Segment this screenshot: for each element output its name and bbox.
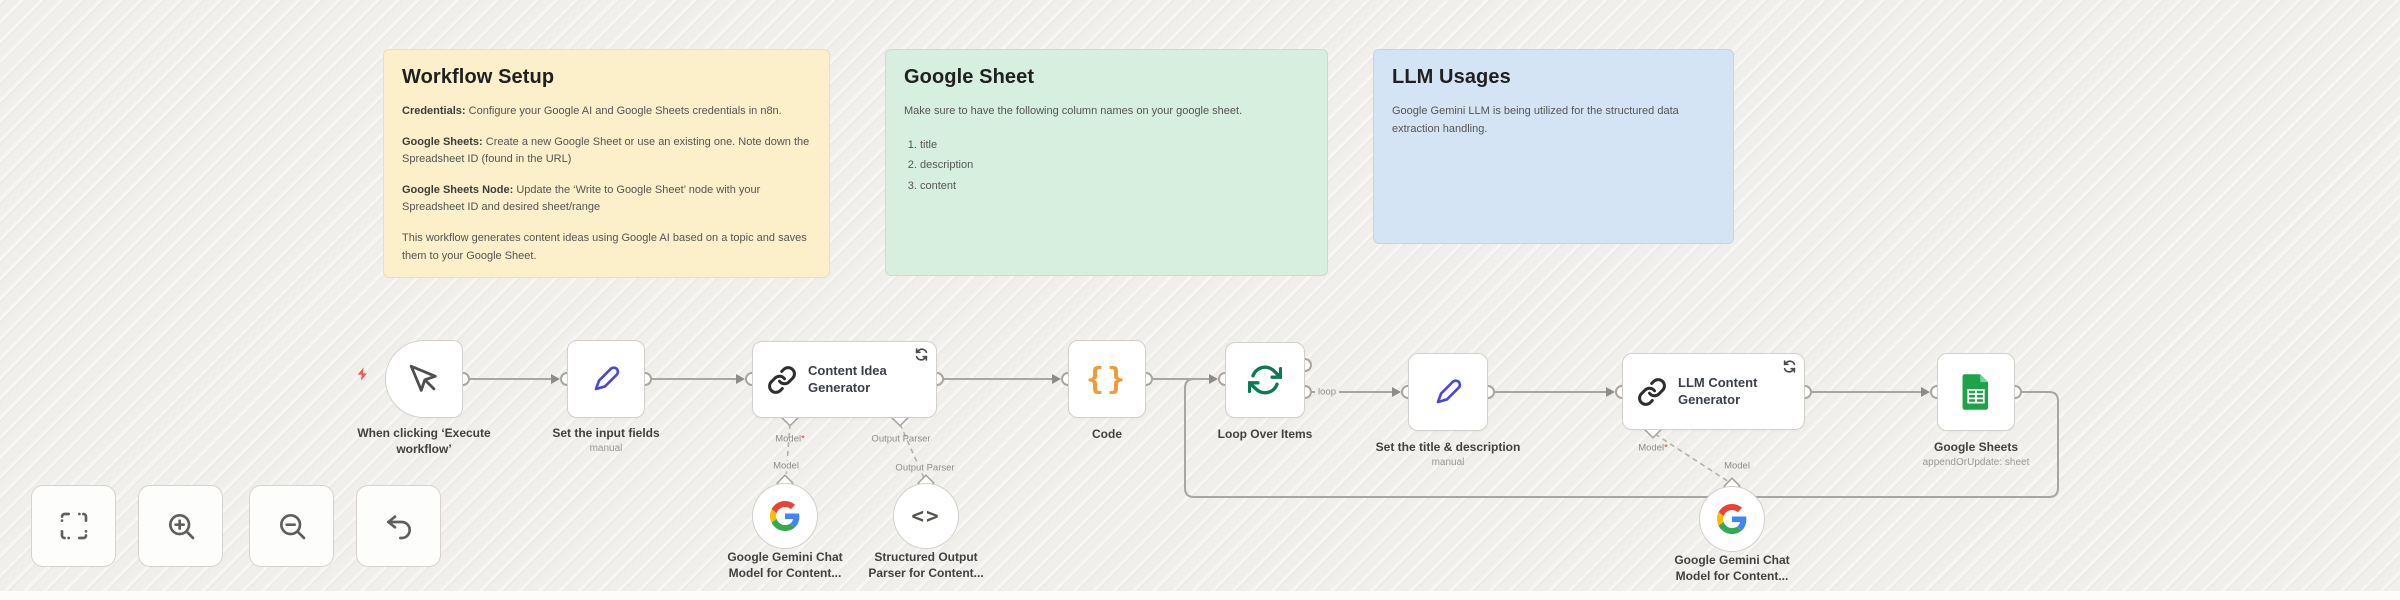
node-llm-content-generator[interactable]: LLM Content Generator xyxy=(1622,353,1805,430)
undo-icon xyxy=(386,515,411,540)
mouse-pointer-icon xyxy=(409,364,437,392)
wire-label-model-required: Model* xyxy=(1638,442,1668,454)
node-label-manual-trigger: When clicking ‘Execute workflow’ xyxy=(357,426,491,456)
node-label-loop-over-items: Loop Over Items xyxy=(1217,427,1313,441)
sticky-title: Google Sheet xyxy=(904,66,1035,88)
wire-label-model-mid: Model xyxy=(770,460,802,472)
google-sheets-icon xyxy=(1962,374,1989,410)
sticky-paragraph: Make sure to have the following column n… xyxy=(904,105,1243,117)
input-arrow-set xyxy=(551,374,560,384)
required-marker: * xyxy=(801,433,805,445)
node-code[interactable]: {} xyxy=(1068,340,1146,418)
sticky-paragraph: Credentials: Configure your Google AI an… xyxy=(402,105,782,117)
sticky-column-item: content xyxy=(920,176,1309,197)
node-set-input-fields[interactable] xyxy=(567,340,645,418)
subnode-label-gemini-2: Google Gemini Chat Model for Content... xyxy=(1674,553,1790,583)
connection-llm-model[interactable] xyxy=(1654,433,1730,483)
refresh-badge-icon xyxy=(915,348,928,361)
sticky-paragraph: Google Sheets Node: Update the ‘Write to… xyxy=(402,183,761,214)
sticky-title: LLM Usages xyxy=(1392,66,1511,88)
subnode-gemini-chat-model-1[interactable] xyxy=(752,483,818,549)
code-braces-icon: {} xyxy=(1085,361,1129,397)
sticky-note-workflow-setup[interactable]: Workflow Setup Credentials: Configure yo… xyxy=(383,49,830,278)
angle-brackets-icon: <> xyxy=(911,504,941,528)
sticky-column-list: title description content xyxy=(920,135,1309,198)
google-g-icon xyxy=(770,501,800,531)
node-label-set-input-fields: Set the input fields xyxy=(552,426,660,440)
trigger-bolt-icon xyxy=(357,367,367,381)
sticky-title: Workflow Setup xyxy=(402,66,555,88)
input-arrow-sheets xyxy=(1921,387,1930,397)
input-arrow-llm xyxy=(1606,387,1615,397)
undo-button[interactable] xyxy=(356,485,441,567)
node-content-idea-generator[interactable]: Content Idea Generator xyxy=(752,341,937,418)
wire-label-output-parser-mid: Output Parser xyxy=(892,462,958,474)
node-set-title-description[interactable] xyxy=(1408,353,1488,431)
sticky-paragraph: Google Gemini LLM is being utilized for … xyxy=(1392,105,1679,135)
zoom-out-button[interactable] xyxy=(249,485,334,567)
node-label-google-sheets: Google Sheets xyxy=(1933,440,2019,454)
node-subtitle-google-sheets: appendOrUpdate: sheet xyxy=(1922,457,2030,468)
zoom-in-button[interactable] xyxy=(138,485,223,567)
wire-label-model-mid: Model xyxy=(1721,460,1753,472)
subnode-label-output-parser: Structured Output Parser for Content... xyxy=(868,550,984,580)
canvas-bottom-edge xyxy=(0,591,2400,600)
subnode-label-gemini-1: Google Gemini Chat Model for Content... xyxy=(727,550,843,580)
sticky-note-google-sheet[interactable]: Google Sheet Make sure to have the follo… xyxy=(885,49,1328,276)
node-title-content-idea-generator: Content Idea Generator xyxy=(808,363,887,395)
subnode-structured-output-parser[interactable]: <> xyxy=(893,483,959,549)
node-subtitle-set-title-description: manual xyxy=(1431,457,1465,468)
refresh-badge-icon xyxy=(1783,360,1796,373)
input-arrow-code xyxy=(1052,374,1061,384)
input-arrow-settitle xyxy=(1392,387,1401,397)
chain-link-icon xyxy=(768,365,796,394)
node-title-llm-content-generator: LLM Content Generator xyxy=(1678,375,1758,407)
zoom-to-fit-icon xyxy=(60,512,87,540)
required-marker: * xyxy=(1664,442,1668,454)
node-label-set-title-description: Set the title & description xyxy=(1375,440,1521,454)
zoom-to-fit-button[interactable] xyxy=(31,485,116,567)
chain-link-icon xyxy=(1638,377,1666,406)
sticky-note-llm-usages[interactable]: LLM Usages Google Gemini LLM is being ut… xyxy=(1373,49,1734,244)
node-google-sheets[interactable] xyxy=(1937,353,2015,431)
zoom-out-icon xyxy=(279,514,305,540)
input-arrow-contentidea xyxy=(736,374,745,384)
zoom-in-icon xyxy=(168,514,194,540)
input-arrow-loop xyxy=(1209,374,1218,384)
sticky-column-item: description xyxy=(920,155,1309,176)
wire-label-output-parser: Output Parser xyxy=(871,433,931,445)
node-manual-trigger[interactable] xyxy=(385,340,463,418)
wire-label-loop: loop xyxy=(1315,386,1339,398)
sticky-paragraph: Google Sheets: Create a new Google Sheet… xyxy=(402,135,810,166)
node-label-code: Code xyxy=(1092,427,1122,441)
loop-refresh-icon xyxy=(1248,365,1282,395)
node-subtitle-set-input-fields: manual xyxy=(589,443,623,454)
pencil-icon xyxy=(1436,379,1462,404)
pencil-icon xyxy=(594,366,620,391)
sticky-column-item: title xyxy=(920,135,1309,156)
node-loop-over-items[interactable] xyxy=(1225,342,1305,418)
google-g-icon xyxy=(1717,504,1747,534)
sticky-paragraph: This workflow generates content ideas us… xyxy=(402,231,807,262)
subnode-gemini-chat-model-2[interactable] xyxy=(1699,486,1765,552)
wire-label-model-required: Model* xyxy=(775,433,805,445)
